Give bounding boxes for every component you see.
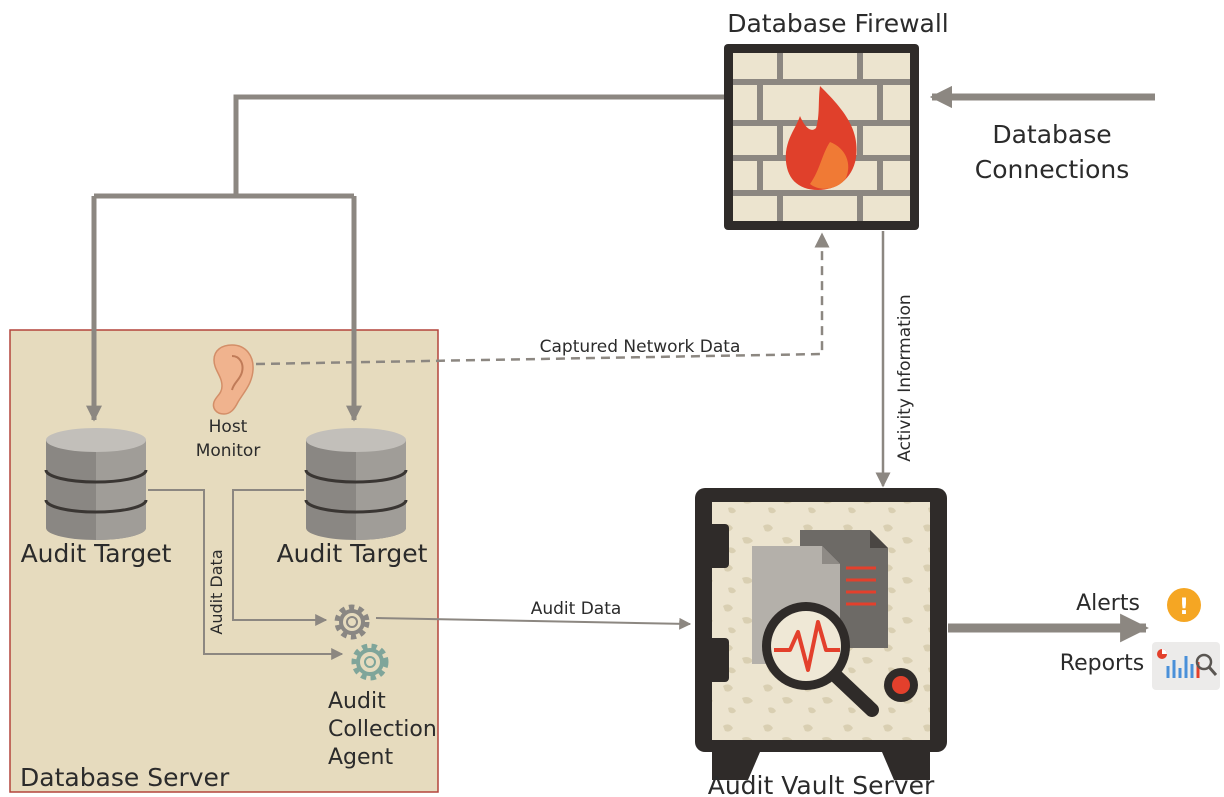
audit-vault-server-label: Audit Vault Server — [708, 771, 935, 797]
audit-target-left-label: Audit Target — [21, 539, 172, 568]
magnifier-icon — [762, 602, 879, 717]
reports-label: Reports — [1060, 651, 1144, 676]
report-chart-icon — [1152, 642, 1220, 690]
gear-icon — [351, 643, 389, 681]
alert-circle-icon: ! — [1167, 588, 1201, 622]
audit-target-right-label: Audit Target — [277, 539, 428, 568]
database-cylinder-icon — [44, 428, 148, 540]
host-monitor-label-1: Host — [209, 417, 248, 437]
host-monitor-label-2: Monitor — [196, 441, 261, 461]
database-connections-label-1: Database — [992, 120, 1111, 149]
database-cylinder-icon — [304, 428, 408, 540]
alert-glyph: ! — [1179, 595, 1189, 620]
database-connections-label-2: Connections — [975, 155, 1129, 184]
audit-data-horizontal-label: Audit Data — [531, 599, 622, 619]
alerts-label: Alerts — [1076, 591, 1140, 616]
ear-icon — [212, 344, 254, 415]
agent-label-2: Collection — [328, 717, 437, 742]
database-server-label: Database Server — [20, 763, 230, 792]
activity-information-label: Activity Information — [895, 294, 915, 461]
agent-label-3: Agent — [328, 745, 393, 770]
agent-label-1: Audit — [328, 689, 386, 714]
captured-network-data-connector — [255, 232, 830, 366]
agent-to-vault-connector — [375, 617, 692, 630]
safe-vault-icon — [695, 488, 947, 780]
gear-icon — [334, 604, 370, 640]
captured-network-data-label: Captured Network Data — [540, 337, 741, 357]
audit-data-vertical-label: Audit Data — [207, 549, 226, 634]
firewall-brick-flame-icon — [724, 44, 919, 230]
database-firewall-label: Database Firewall — [727, 9, 949, 38]
audit-data-to-agent-connector — [148, 489, 344, 660]
firewall-to-targets-connector — [85, 94, 724, 422]
